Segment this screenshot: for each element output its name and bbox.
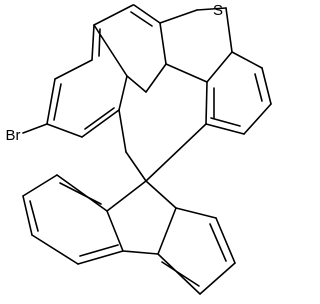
chemical-structure-diagram: S Br: [6, 2, 272, 295]
bromine-substituent: [22, 123, 48, 134]
structure-canvas: S Br: [6, 2, 272, 295]
thiophene-ring: [165, 7, 233, 83]
naphthalene-fragment: [46, 4, 198, 153]
bromine-label: Br: [6, 127, 21, 144]
fluorene-unit: [22, 174, 236, 295]
spiro-bonds: [125, 123, 207, 182]
benzo-ring-right: [205, 51, 272, 135]
sulfur-label: S: [213, 2, 223, 19]
